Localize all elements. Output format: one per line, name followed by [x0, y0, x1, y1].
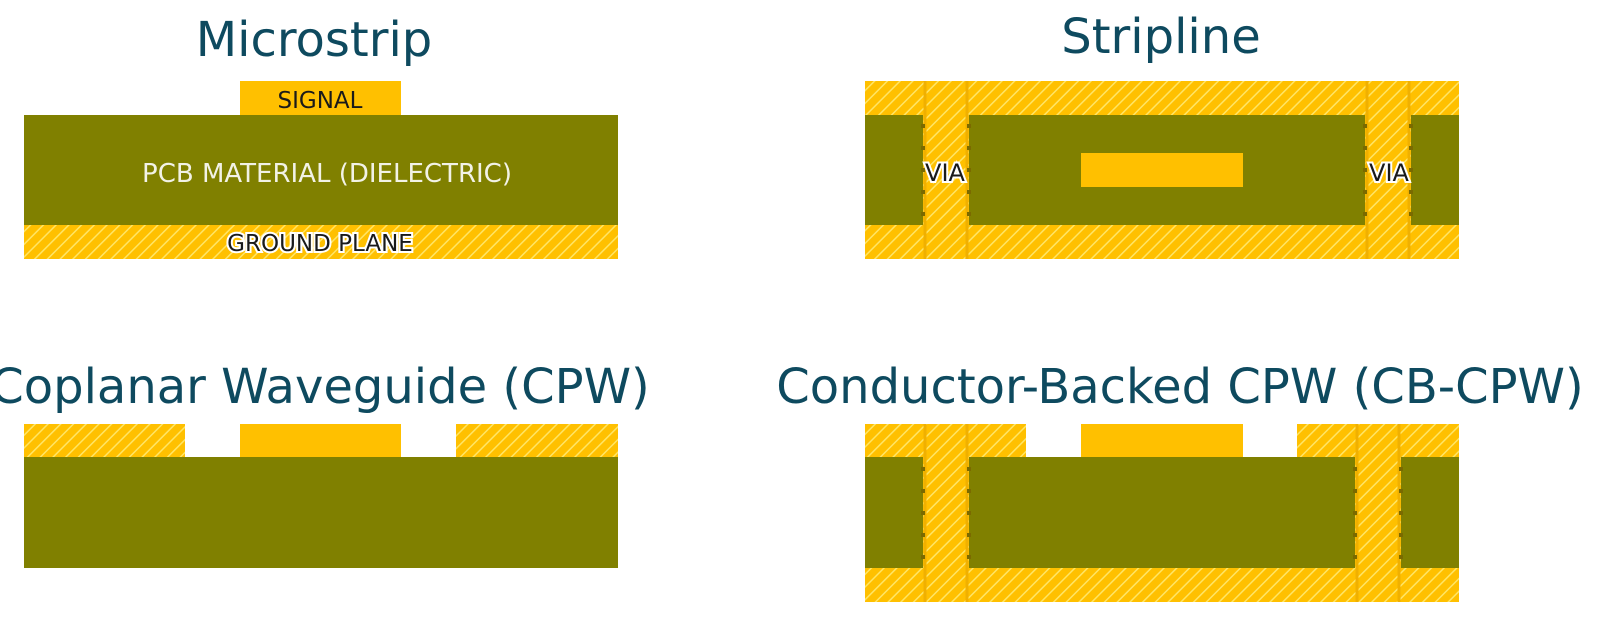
cpw-ground-right	[456, 424, 618, 457]
cbcpw-via-left	[921, 424, 971, 602]
stripline-signal-trace	[1081, 153, 1243, 187]
microstrip-signal-trace	[240, 81, 401, 115]
cbcpw-panel: Conductor-Backed CPW (CB-CPW)	[776, 359, 1584, 602]
microstrip-dielectric	[24, 115, 618, 225]
stripline-via-right-label: VIA	[1369, 159, 1409, 187]
cpw-ground-left	[24, 424, 185, 457]
stripline-via-left: VIA	[921, 81, 971, 259]
cpw-title: Coplanar Waveguide (CPW)	[0, 359, 650, 415]
cbcpw-title: Conductor-Backed CPW (CB-CPW)	[776, 359, 1583, 415]
stripline-title: Stripline	[1061, 9, 1260, 65]
cbcpw-signal-trace	[1081, 424, 1243, 457]
cbcpw-via-right	[1353, 424, 1403, 602]
microstrip-signal-label: SIGNAL	[278, 88, 363, 114]
microstrip-title: Microstrip	[196, 12, 433, 68]
cpw-dielectric	[24, 457, 618, 568]
microstrip-dielectric-label: PCB MATERIAL (DIELECTRIC)	[142, 159, 512, 189]
cpw-signal-trace	[240, 424, 401, 457]
stripline-via-left-label: VIA	[925, 159, 965, 187]
cpw-panel: Coplanar Waveguide (CPW)	[0, 359, 650, 568]
microstrip-ground-label: GROUND PLANE	[227, 231, 413, 257]
microstrip-panel: Microstrip SIGNAL PCB MATERIAL (DIELECTR…	[24, 12, 618, 259]
stripline-panel: Stripline VIA VIA	[865, 9, 1459, 259]
microstrip-ground-plane	[24, 225, 618, 259]
stripline-via-right: VIA	[1363, 81, 1413, 259]
